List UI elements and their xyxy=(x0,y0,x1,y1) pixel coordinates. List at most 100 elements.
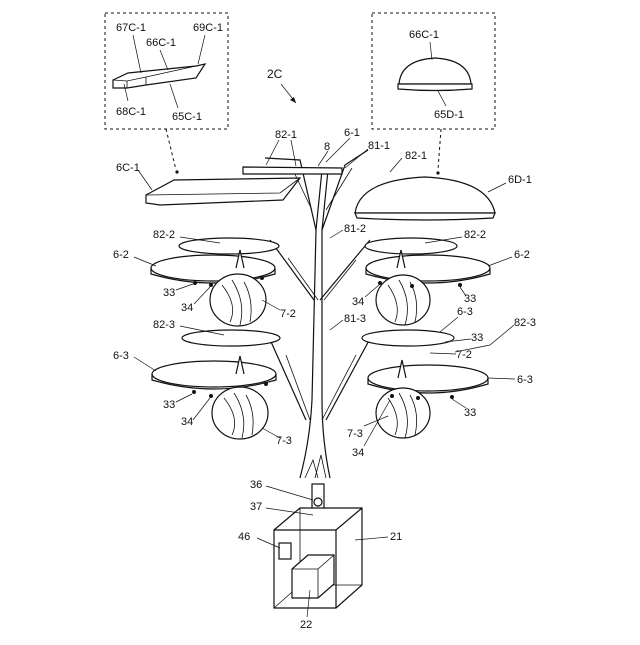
dot-l1c xyxy=(260,276,264,280)
leader-34-l1 xyxy=(194,287,210,304)
dot-34-l2 xyxy=(209,394,213,398)
label-8: 8 xyxy=(324,141,330,153)
label-6-3-left: 6-3 xyxy=(113,350,129,362)
label-7-2-left: 7-2 xyxy=(280,308,296,320)
leader-82-1-right xyxy=(390,158,402,172)
label-81-3: 81-3 xyxy=(344,313,366,325)
dot-r2c xyxy=(416,396,420,400)
label-36: 36 xyxy=(250,479,262,491)
base-assembly xyxy=(274,484,362,608)
branch-low-right-2 xyxy=(322,355,356,420)
label-34-l2: 34 xyxy=(181,416,193,428)
dot-33-l1 xyxy=(193,281,197,285)
label-6-2-right: 6-2 xyxy=(514,249,530,261)
label-82-1-right: 82-1 xyxy=(405,150,427,162)
leader-6c1 xyxy=(138,170,152,190)
plate-6c1 xyxy=(146,178,300,205)
inset-dome-base xyxy=(398,84,472,91)
leader-81-3 xyxy=(330,320,343,330)
label-6-1: 6-1 xyxy=(344,127,360,139)
fruit-7-3-left xyxy=(212,387,268,439)
label-82-3-right: 82-3 xyxy=(514,317,536,329)
label-66c1-left: 66C-1 xyxy=(146,37,176,49)
label-34-r1: 34 xyxy=(352,296,364,308)
label-33-r2a: 33 xyxy=(471,332,483,344)
label-65d1: 65D-1 xyxy=(434,109,464,121)
dot-r1c xyxy=(410,284,414,288)
leader-33-l1 xyxy=(176,284,193,290)
left-inset-connector xyxy=(166,129,176,170)
dome-6d1 xyxy=(355,177,495,213)
tier-2-left xyxy=(151,238,279,326)
leader-81-1 xyxy=(345,149,368,168)
label-6-3-right: 6-3 xyxy=(517,374,533,386)
tier-3-left xyxy=(152,330,280,439)
label-46: 46 xyxy=(238,531,250,543)
tier-3-right xyxy=(362,330,488,438)
label-81-1: 81-1 xyxy=(368,140,390,152)
label-69c1: 69C-1 xyxy=(193,22,223,34)
inset-dome-shape xyxy=(399,58,471,84)
disc-6-2-left xyxy=(151,255,275,281)
branch-low-left-2 xyxy=(286,355,310,420)
leader-7-2-right xyxy=(430,353,456,354)
part-46 xyxy=(279,543,291,559)
branch-low-right xyxy=(326,335,372,420)
branch-mid-right xyxy=(320,240,370,300)
label-2c: 2C xyxy=(267,67,283,81)
label-68c1: 68C-1 xyxy=(116,106,146,118)
dot-34-r1 xyxy=(378,281,382,285)
leader-33-l2 xyxy=(176,394,192,402)
dot-33-r2 xyxy=(450,395,454,399)
label-67c1: 67C-1 xyxy=(116,22,146,34)
leader-34-l2 xyxy=(193,398,210,420)
connector-dot-right xyxy=(436,171,439,174)
dot-33-r1 xyxy=(458,283,462,287)
leader-66c1-right xyxy=(430,42,432,60)
leader-65c1 xyxy=(170,84,178,108)
fruit-7-2-left xyxy=(210,274,266,326)
leader-6-2-left xyxy=(134,257,156,266)
branch-mid-left-2 xyxy=(288,258,318,300)
leader-81-2 xyxy=(330,230,343,238)
label-81-2: 81-2 xyxy=(344,223,366,235)
branch-mid-right-2 xyxy=(324,260,356,300)
right-inset: 66C-1 65D-1 xyxy=(372,13,495,129)
label-82-3-left: 82-3 xyxy=(153,319,175,331)
left-inset: 67C-1 66C-1 69C-1 68C-1 65C-1 xyxy=(105,13,228,129)
label-65c1: 65C-1 xyxy=(172,111,202,123)
label-34-r2: 34 xyxy=(352,447,364,459)
leader-6-3-left xyxy=(134,357,156,371)
label-7-3-right: 7-3 xyxy=(347,428,363,440)
leader-82-1-top xyxy=(266,140,296,166)
trunk-line-2 xyxy=(322,170,330,478)
arrow-2c-head xyxy=(290,97,296,103)
disc-6-2-right xyxy=(366,255,490,281)
plate-8 xyxy=(243,167,342,174)
dot-33-l2 xyxy=(192,390,196,394)
dot-l2c xyxy=(264,382,268,386)
label-33-l1: 33 xyxy=(163,287,175,299)
leader-65d1 xyxy=(438,91,446,106)
right-inset-connector xyxy=(438,129,441,170)
leader-8 xyxy=(318,151,328,166)
label-21: 21 xyxy=(390,531,402,543)
leader-6-2-right xyxy=(488,257,512,266)
label-7-3-left: 7-3 xyxy=(276,435,292,447)
leader-67c1 xyxy=(133,35,141,73)
label-33-r2b: 33 xyxy=(464,407,476,419)
fruit-7-2-right xyxy=(376,275,430,325)
dot-34-r2 xyxy=(390,394,394,398)
leader-6-3-right xyxy=(488,378,515,379)
fruit-7-3-right xyxy=(376,388,430,438)
label-6-3-upper-right: 6-3 xyxy=(457,306,473,318)
leader-69c1 xyxy=(198,35,205,64)
part-36 xyxy=(314,498,322,506)
leader-82-3-right xyxy=(455,325,514,352)
label-33-l2: 33 xyxy=(163,399,175,411)
disc-6-3-right xyxy=(368,365,488,391)
label-82-2-left: 82-2 xyxy=(153,229,175,241)
label-7-2-right: 7-2 xyxy=(456,349,472,361)
leader-36 xyxy=(266,486,313,500)
